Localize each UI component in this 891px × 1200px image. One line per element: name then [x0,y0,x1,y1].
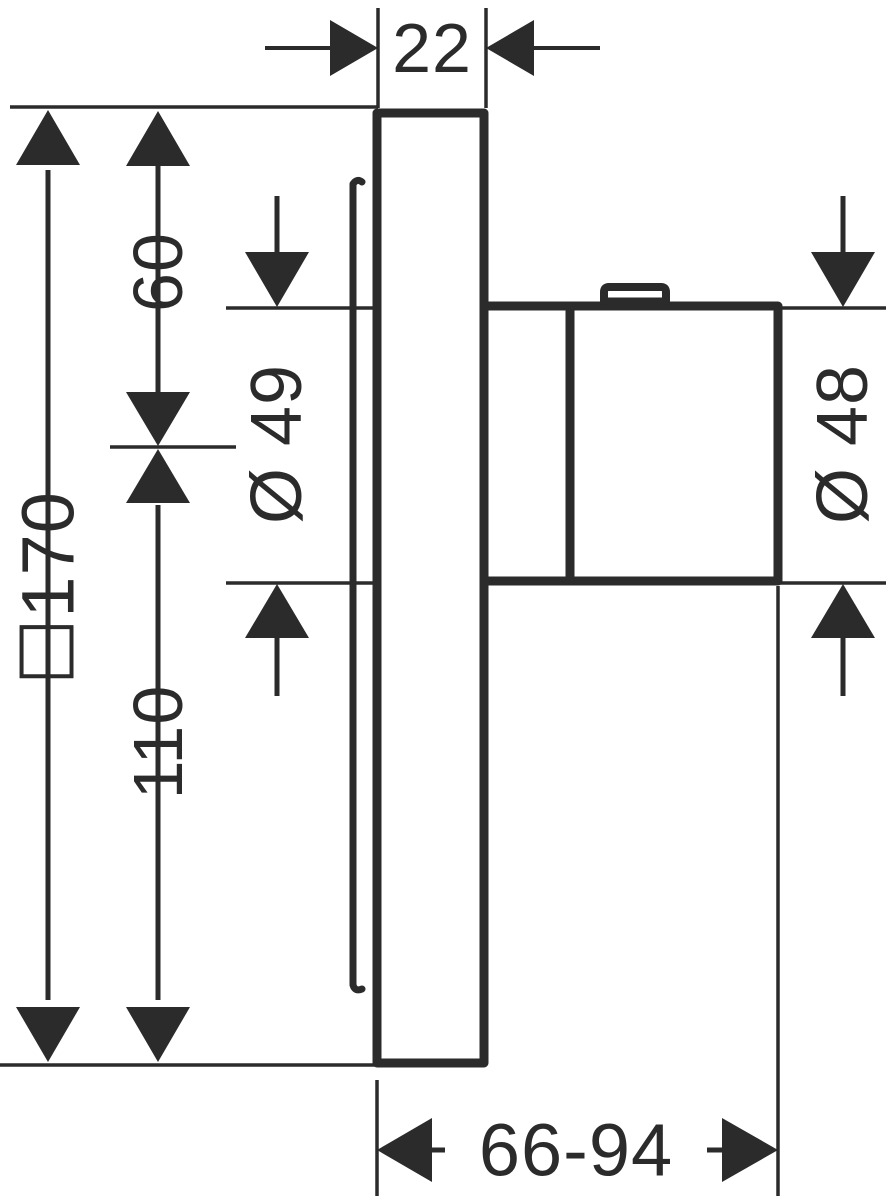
product-outline [349,108,783,1068]
dim-label-48: Ø 48 [803,364,883,524]
arrowhead-49-bottom [245,584,309,638]
dim-label-110: 110 [119,685,197,800]
dim-label-170: ☐170 [7,491,90,685]
arrowhead-22-left [330,20,378,76]
escutcheon-plate [372,108,489,1068]
arrowhead-6694-left [377,1118,432,1182]
arrowhead-48-top [811,252,875,307]
dimension-6694: 66-94 [377,1109,778,1192]
dimension-49: Ø 49 [237,196,317,696]
dim-label-6694: 66-94 [479,1109,673,1192]
back-plate-edge [349,176,366,994]
collar [482,301,575,586]
arrowhead-60-top [126,111,190,166]
handle-body [565,301,783,586]
arrowhead-22-right [486,20,534,76]
arrowhead-60-bottom [126,392,190,446]
dim-label-60: 60 [119,232,197,312]
extension-lines [0,8,886,1196]
arrowhead-170-top [16,110,80,165]
dim-label-22: 22 [392,9,472,87]
dimension-22: 22 [265,9,600,87]
arrowhead-110-bottom [126,1007,190,1062]
dimension-60: 60 [119,111,197,446]
dimension-48: Ø 48 [803,196,883,696]
dimension-110: 110 [119,449,197,1062]
dim-label-49: Ø 49 [237,364,317,524]
arrowhead-6694-right [722,1118,778,1182]
dimension-170: ☐170 [7,110,90,1062]
arrowhead-170-bottom [16,1007,80,1062]
arrowhead-110-top [126,449,190,503]
arrowhead-48-bottom [811,584,875,638]
arrowhead-49-top [245,252,309,307]
handle-tab [600,283,670,309]
